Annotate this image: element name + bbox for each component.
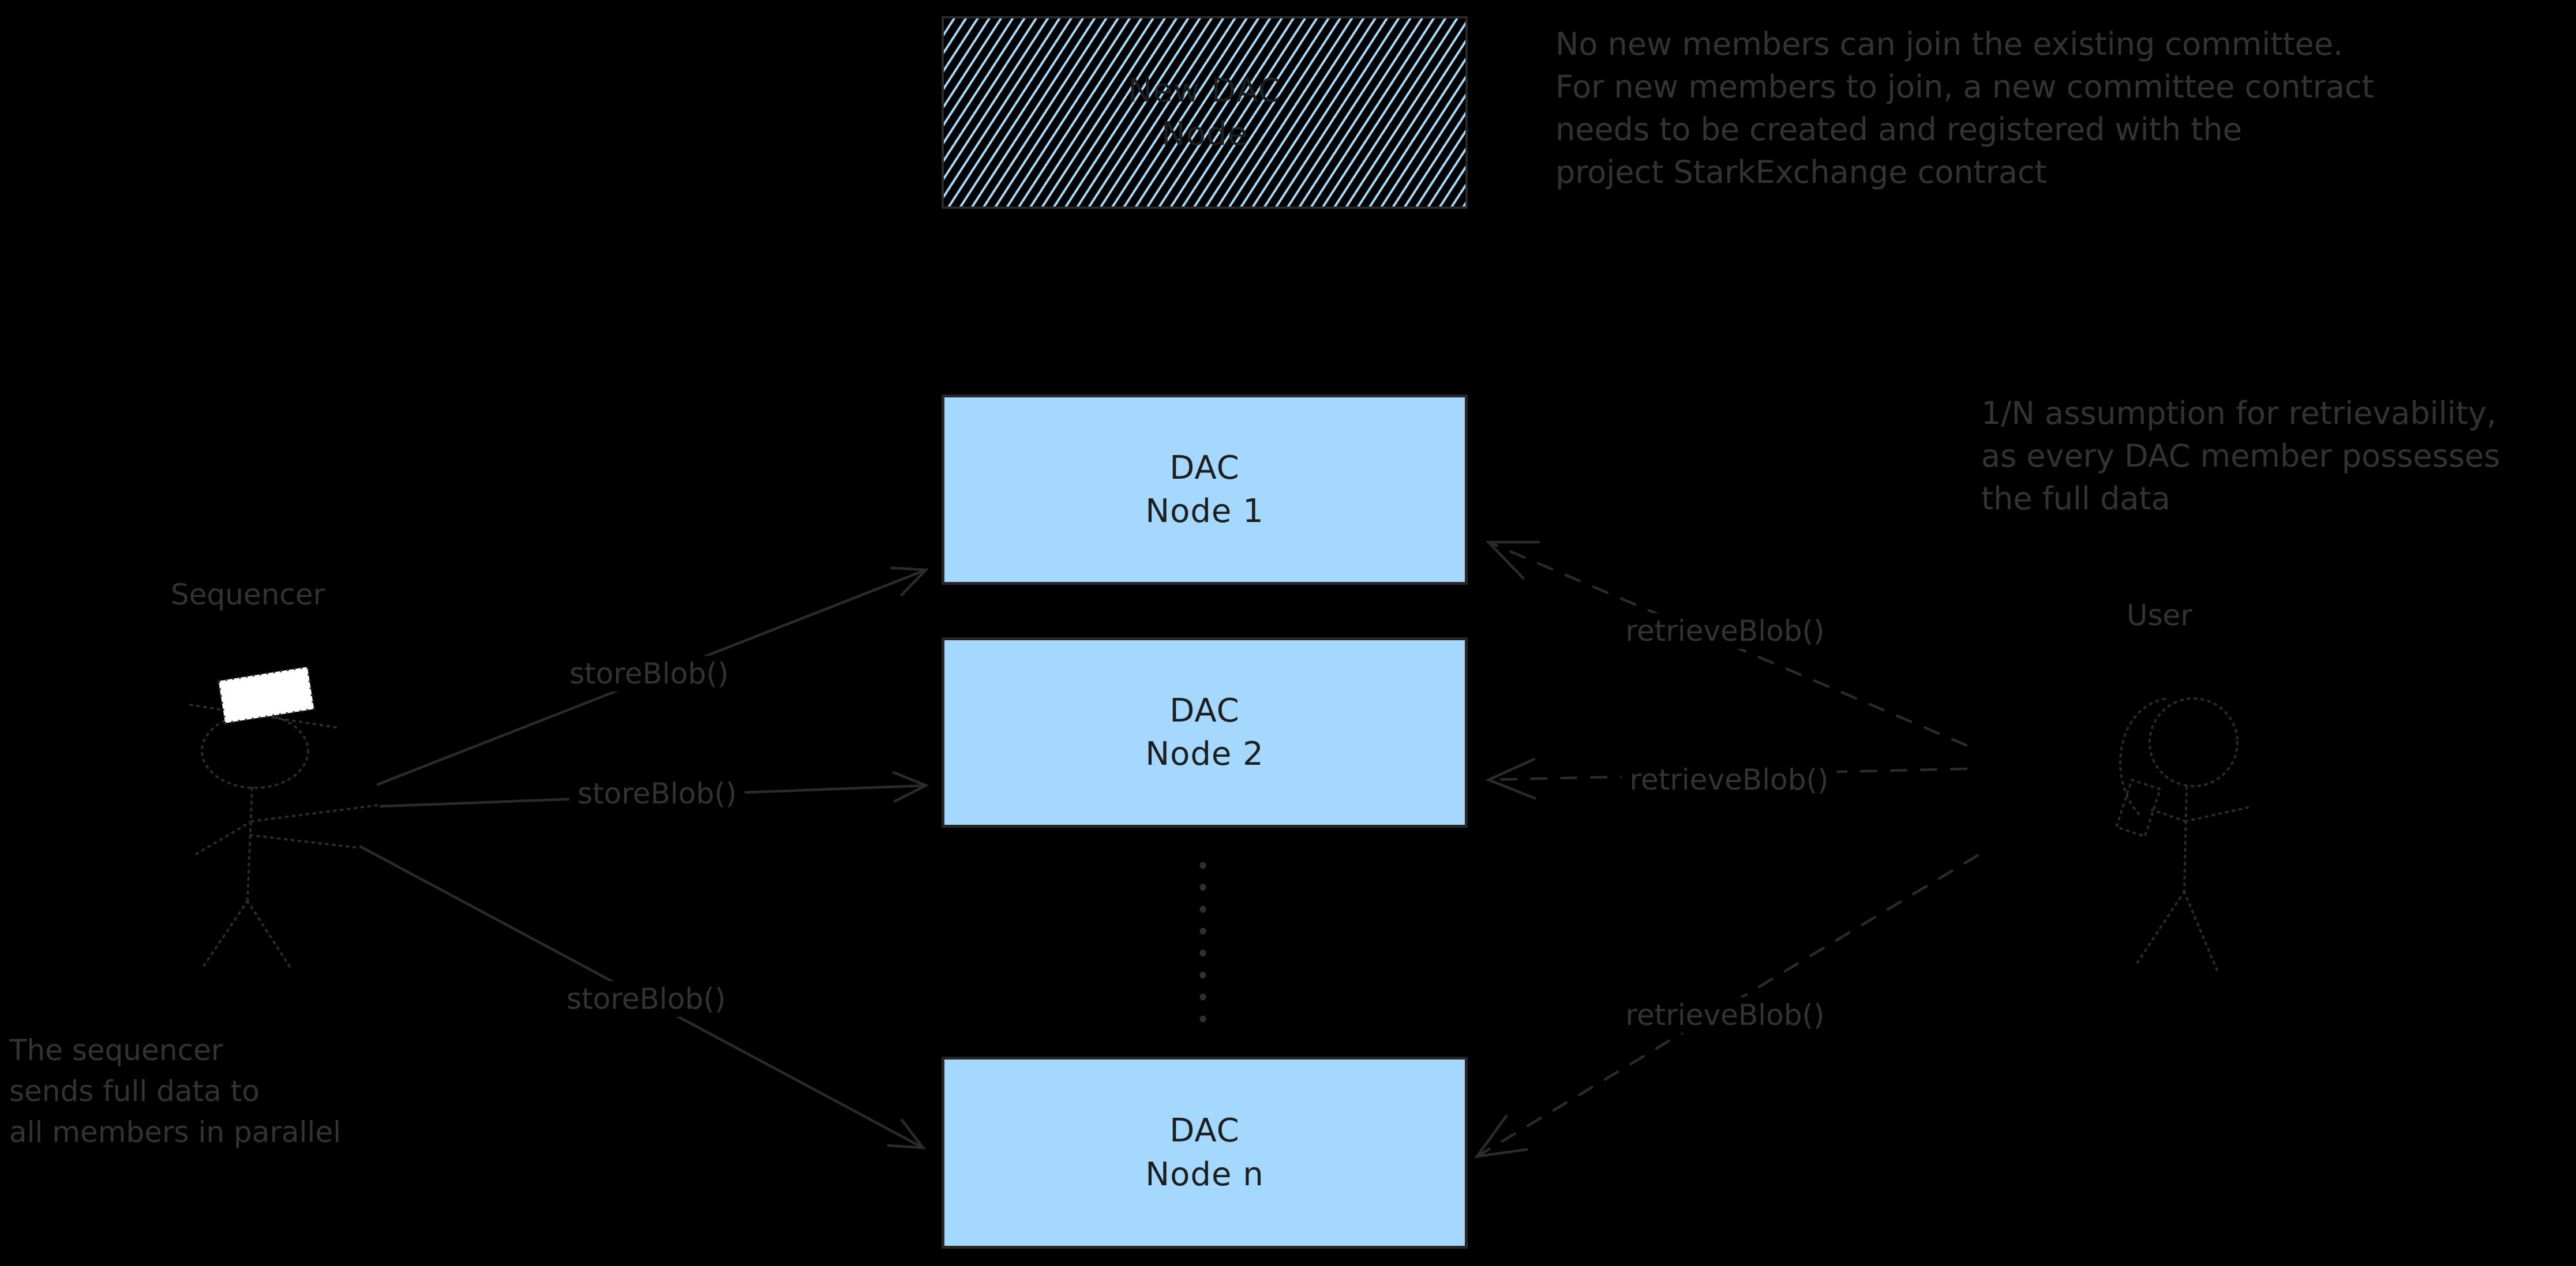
retrieve-blob-label-1: retrieveBlob() xyxy=(1617,613,1833,649)
arrowhead-store-noden xyxy=(887,1118,926,1149)
new-dac-node-box: New DAC Node xyxy=(942,16,1468,209)
sequencer-left-arm xyxy=(194,820,253,856)
user-phone xyxy=(2114,778,2162,838)
sequencer-left-leg xyxy=(201,900,249,969)
dac-node-1-label: DAC Node 1 xyxy=(1145,449,1264,530)
sequencer-visor xyxy=(217,666,316,725)
store-blob-label-1: storeBlob() xyxy=(561,656,737,692)
dac-node-n-label: DAC Node n xyxy=(1145,1112,1264,1193)
store-blob-label-3: storeBlob() xyxy=(558,981,734,1017)
store-blob-arrows xyxy=(359,566,929,1149)
user-body xyxy=(2183,786,2188,893)
sequencer-body xyxy=(246,787,253,902)
dac-node-2-box: DAC Node 2 xyxy=(942,637,1468,828)
arrowhead-retrieve-noden xyxy=(1474,1114,1528,1158)
sequencer-right-leg xyxy=(246,900,293,971)
user-label: User xyxy=(2127,599,2192,632)
arrow-retrieve-node1 xyxy=(1487,540,1968,747)
arrowhead-store-node1 xyxy=(890,566,929,596)
user-right-leg xyxy=(2183,891,2220,976)
dac-node-2-label: DAC Node 2 xyxy=(1145,692,1264,773)
sequencer-right-arm xyxy=(250,804,379,822)
note-committee-membership: No new members can join the existing com… xyxy=(1555,26,2374,190)
user-figure-icon xyxy=(2114,697,2249,976)
sequencer-figure-icon xyxy=(189,704,379,971)
sequencer-label: Sequencer xyxy=(171,578,325,611)
user-left-arm xyxy=(2151,809,2187,822)
note-retrievability-assumption: 1/N assumption for retrievability, as ev… xyxy=(1981,395,2500,517)
sequencer-right-arm-lower xyxy=(249,834,360,849)
user-head xyxy=(2148,697,2238,787)
user-left-leg xyxy=(2133,891,2185,968)
retrieve-blob-label-2: retrieveBlob() xyxy=(1621,762,1837,798)
arrowhead-retrieve-node1 xyxy=(1485,540,1540,580)
dac-node-n-box: DAC Node n xyxy=(942,1057,1468,1249)
arrowhead-store-node2 xyxy=(892,771,929,803)
user-hood xyxy=(2119,698,2166,816)
note-sequencer-parallel: The sequencer sends full data to all mem… xyxy=(9,1034,341,1149)
new-dac-node-label: New DAC Node xyxy=(1128,72,1281,153)
store-blob-label-2: storeBlob() xyxy=(569,776,745,812)
retrieve-blob-label-3: retrieveBlob() xyxy=(1617,997,1833,1033)
sequencer-head xyxy=(201,713,309,789)
arrowhead-retrieve-node2 xyxy=(1485,757,1537,800)
dac-node-1-box: DAC Node 1 xyxy=(942,395,1468,585)
arrow-retrieve-noden xyxy=(1475,854,1979,1158)
user-right-arm xyxy=(2184,806,2249,822)
